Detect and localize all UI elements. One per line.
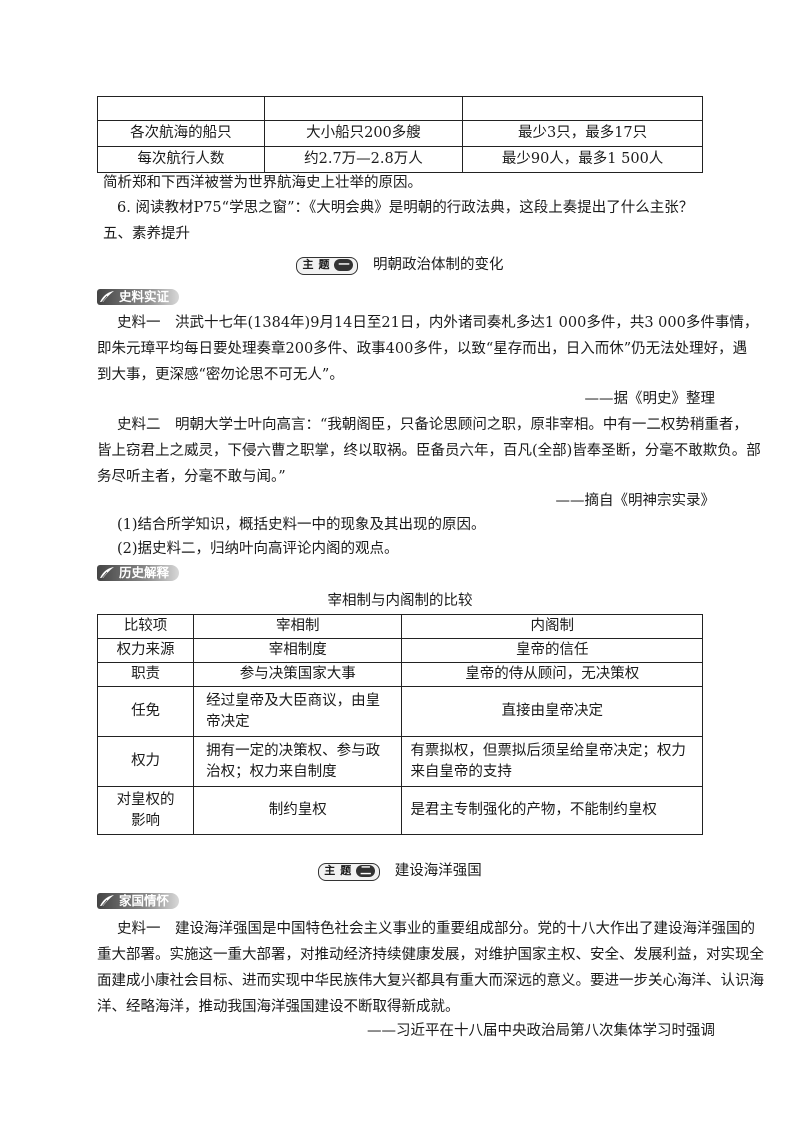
question-6: 6. 阅读教材P75“学思之窗”：《大明会典》是明朝的行政法典，这段上奏提出了什… [117,200,694,216]
theme-2-heading: 主 题 二 建设海洋强国 [0,860,800,882]
table-cell: 宰相制度 [193,638,403,663]
source-2-citation: ——摘自《明神宗实录》 [555,493,716,509]
source-1-line: 即朱元璋平均每日要处理奏章200多件、政事400多件，以致“星存而出，日入而休”… [97,341,748,357]
table-cell: 有票拟权，但票拟后须呈给皇帝决定；权力来自皇帝的支持 [401,736,703,787]
section-heading: 五、素养提升 [103,226,190,242]
source-2-line: 皆上窃君上之威灵，下侵六曹之职掌，终以取祸。臣备员六年，百凡(全部)皆奉圣断，分… [97,443,761,459]
table-cell: 皇帝的侍从顾问，无决策权 [401,662,703,687]
table-row: 对皇权的影响 制约皇权 是君主专制强化的产物，不能制约皇权 [96,786,703,835]
table-row: 职责 参与决策国家大事 皇帝的侍从顾问，无决策权 [96,662,703,687]
source-3-line: 重大部署。实施这一重大部署，对推动经济持续健康发展，对维护国家主权、安全、发展利… [97,947,764,963]
source-3-line: 洋、经略海洋，推动我国海洋强国建设不断取得新成就。 [97,999,460,1015]
feather-icon [100,895,114,908]
theme-title: 建设海洋强国 [394,863,482,879]
table-row: 每次航行人数 约2.7万—2.8万人 最少90人，最多1 500人 [97,146,703,173]
table-cell: 每次航行人数 [97,146,265,173]
table-cell [462,96,703,121]
source-1-line: 史料一 洪武十七年(1384年)9月14日至21日，内外诸司奏札多达1 000多… [117,315,759,331]
table-cell [263,96,464,121]
table-row: 任免 经过皇帝及大臣商议，由皇帝决定 直接由皇帝决定 [96,686,703,737]
table-cell: 制约皇权 [193,786,403,835]
source-3-line: 史料一 建设海洋强国是中国特色社会主义事业的重要组成部分。党的十八大作出了建设海… [117,921,755,937]
source-3-line: 面建成小康社会目标、进而实现中华民族伟大复兴都具有重大而深远的意义。要进一步关心… [97,973,764,989]
source-1-citation: ——据《明史》整理 [584,391,716,407]
table-cell [97,96,265,121]
table-row: 各次航海的船只 大小船只200多艘 最少3只，最多17只 [97,120,703,147]
section-tag-evidence: 史料实证 [97,288,180,306]
table-cell: 权力来源 [96,638,195,663]
section-tag-patriotism: 家国情怀 [97,892,180,910]
table-cell: 经过皇帝及大臣商议，由皇帝决定 [193,686,403,737]
table-cell: 直接由皇帝决定 [401,686,703,737]
table-row [97,96,703,121]
source-3-citation: ——习近平在十八届中央政治局第八次集体学习时强调 [367,1023,715,1039]
comparison-table: 比较项 宰相制 内阁制 权力来源 宰相制度 皇帝的信任 职责 参与决策国家大事 … [96,614,703,835]
feather-icon [100,291,114,304]
feather-icon [100,567,114,580]
source-2-line: 史料二 明朝大学士叶向高言：“我朝阁臣，只备论思顾问之职，原非宰相。中有一二权势… [117,417,748,433]
table-cell: 最少3只，最多17只 [462,120,703,147]
table-cell: 是君主专制强化的产物，不能制约皇权 [401,786,703,835]
theme-badge-icon: 主 题 一 [296,255,359,275]
question-2: (2)据史料二，归纳叶向高评论内阁的观点。 [117,541,399,557]
section-tag-interpretation: 历史解释 [97,564,180,582]
table-row: 权力来源 宰相制度 皇帝的信任 [96,638,703,663]
table-cell: 职责 [96,662,195,687]
table-cell: 权力 [96,736,195,787]
table-header-cell: 宰相制 [193,614,403,639]
table-cell: 约2.7万—2.8万人 [263,146,464,173]
table-header-cell: 比较项 [96,614,195,639]
table-row: 权力 拥有一定的决策权、参与政治权；权力来自制度 有票拟权，但票拟后须呈给皇帝决… [96,736,703,787]
table-cell: 对皇权的影响 [96,786,195,835]
question-1: (1)结合所学知识，概括史料一中的现象及其出现的原因。 [117,517,486,533]
theme-title: 明朝政治体制的变化 [373,257,504,273]
question-5-tail: 简析郑和下西洋被誉为世界航海史上壮举的原因。 [103,175,422,191]
theme-1-heading: 主 题 一 明朝政治体制的变化 [0,254,800,276]
table-caption: 宰相制与内阁制的比较 [327,593,473,609]
table-header-row: 比较项 宰相制 内阁制 [96,614,703,639]
table-cell: 大小船只200多艘 [263,120,464,147]
table-cell: 任免 [96,686,195,737]
voyage-comparison-table: 各次航海的船只 大小船只200多艘 最少3只，最多17只 每次航行人数 约2.7… [97,96,703,173]
table-cell: 参与决策国家大事 [193,662,403,687]
source-2-line: 务尽听主者，分毫不敢与闻。” [97,469,286,485]
table-cell: 拥有一定的决策权、参与政治权；权力来自制度 [193,736,403,787]
table-cell: 最少90人，最多1 500人 [462,146,703,173]
source-1-line: 到大事，更深感“密勿论思不可无人”。 [97,367,344,383]
theme-badge-icon: 主 题 二 [318,861,381,881]
table-header-cell: 内阁制 [401,614,703,639]
table-cell: 皇帝的信任 [401,638,703,663]
table-cell: 各次航海的船只 [97,120,265,147]
